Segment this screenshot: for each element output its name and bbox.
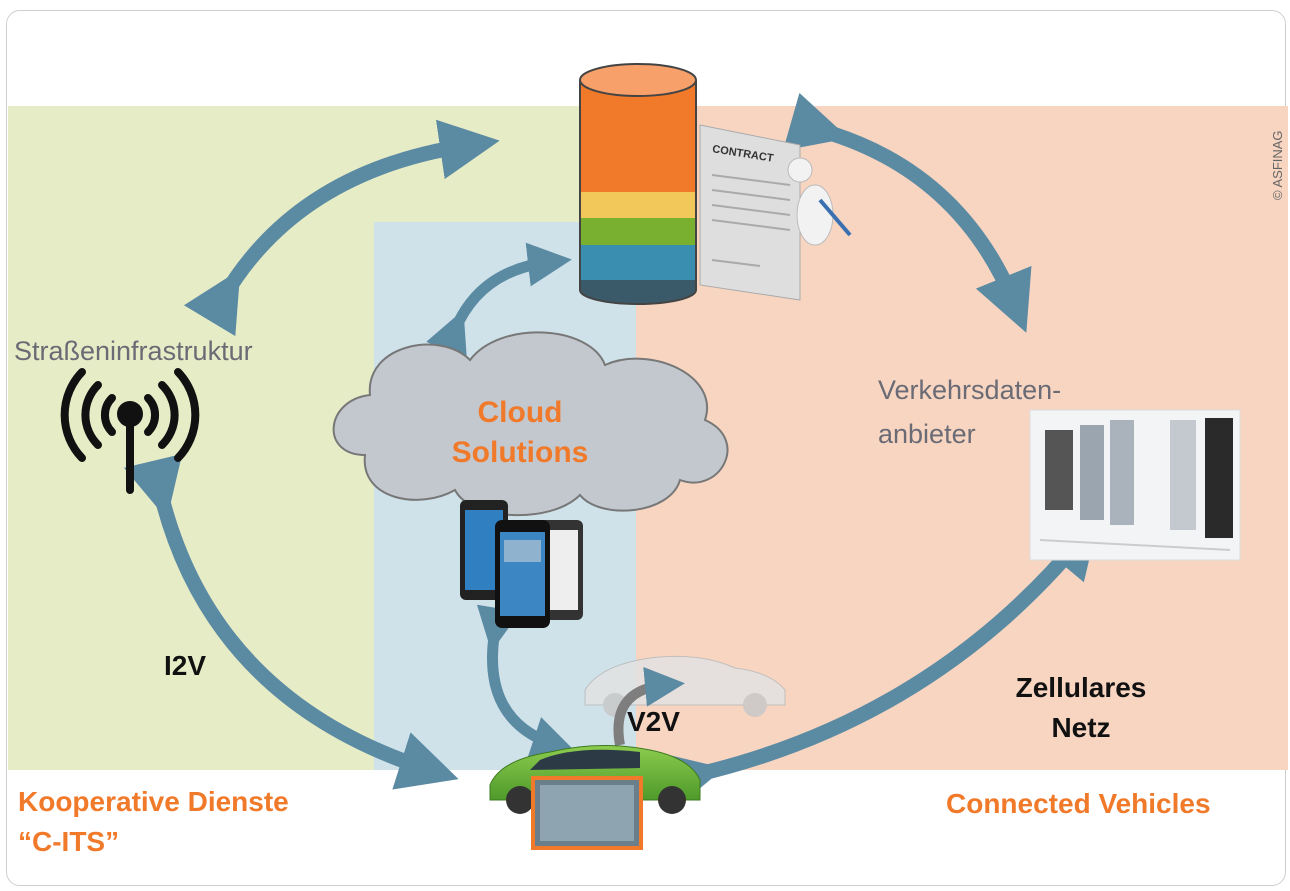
label-cloud-line2: Solutions <box>451 436 589 469</box>
database-icon <box>579 63 697 305</box>
smartphone-icon <box>460 500 583 628</box>
arrow-cellular <box>658 516 1100 812</box>
label-cellular-network: Zellulares Netz <box>995 668 1167 748</box>
label-cloud-line1: Cloud <box>477 396 563 429</box>
car-icon <box>489 744 701 850</box>
label-connected-vehicles: Connected Vehicles <box>946 788 1211 819</box>
label-cooperative-line1: Kooperative Dienste <box>18 786 289 817</box>
arrow-v2v <box>613 666 685 746</box>
label-v2v: V2V <box>627 706 680 737</box>
label-cellular-line2: Netz <box>1051 712 1111 743</box>
label-cooperative-services: Kooperative Dienste “C-ITS” <box>18 782 289 862</box>
arrow-backend-provider <box>782 92 1032 333</box>
arrow-i2v <box>123 453 459 790</box>
label-traffic-provider-line2: anbieter <box>878 419 976 449</box>
car-icon-partner <box>584 655 786 717</box>
arrow-phone-car <box>476 604 576 759</box>
label-cooperative-line2: “C-ITS” <box>18 826 120 857</box>
label-traffic-provider-line1: Verkehrsdaten- <box>878 375 1062 405</box>
label-cloud-solutions: Cloud Solutions <box>420 393 620 473</box>
antenna-icon <box>60 368 200 494</box>
label-traffic-provider: Verkehrsdaten- anbieter <box>878 368 1061 456</box>
label-i2v: I2V <box>164 650 207 681</box>
contract-icon <box>699 124 852 301</box>
label-cellular-line1: Zellulares <box>1015 672 1147 703</box>
label-road-infrastructure: Straßeninfrastruktur <box>14 336 253 366</box>
server-room-icon <box>1029 409 1241 561</box>
copyright-notice: © ASFINAG <box>1270 130 1285 200</box>
arrow-infrastructure-backend <box>183 119 500 337</box>
arrow-cloud-backend <box>426 242 572 359</box>
